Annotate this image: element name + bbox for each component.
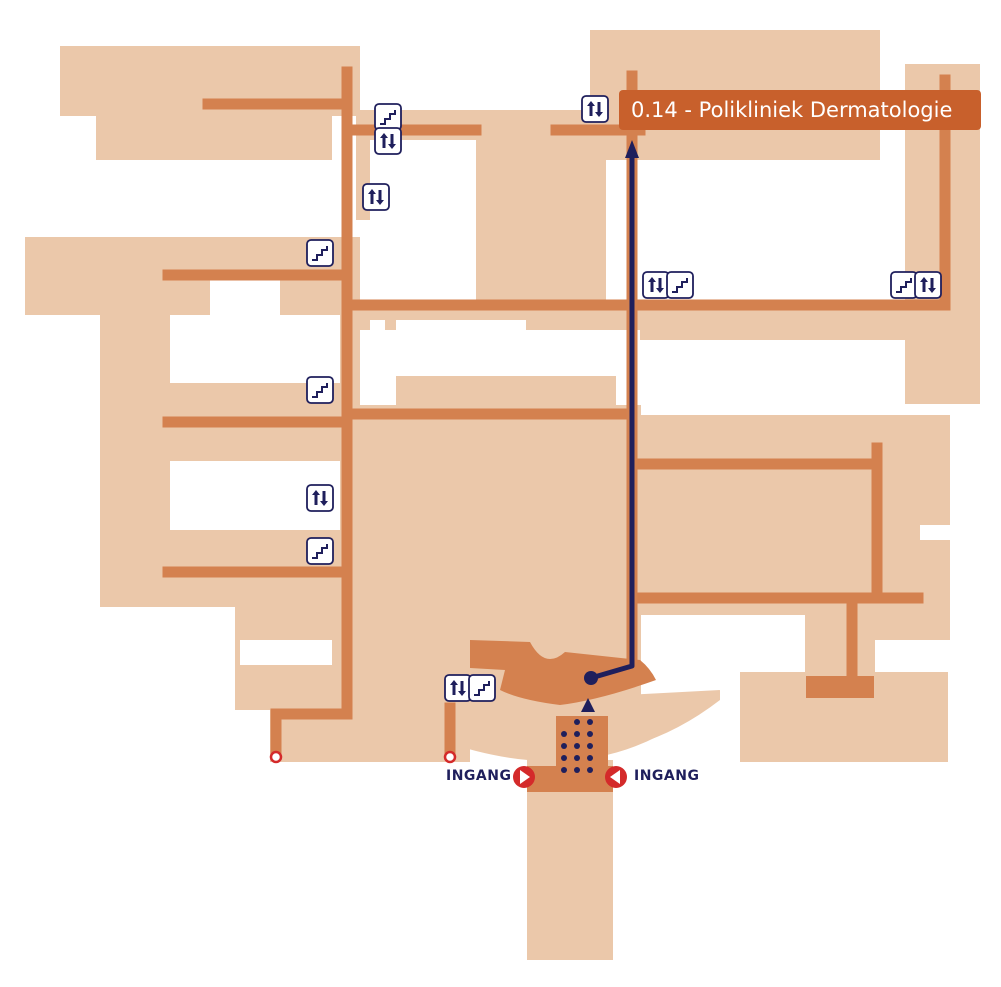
elevator-icon — [306, 484, 334, 512]
destination-label: 0.14 - Polikliniek Dermatologie — [619, 90, 981, 130]
entrance-label-right: INGANG — [634, 768, 700, 784]
stairs-icon — [468, 674, 496, 702]
elevator-icon — [914, 271, 942, 299]
stairs-icon — [306, 239, 334, 267]
courtyards — [170, 140, 904, 665]
elevator-icon — [444, 674, 472, 702]
elevator-icon — [362, 183, 390, 211]
entrance-markers — [269, 750, 627, 788]
walking-route — [561, 140, 639, 773]
entrance-lobby — [470, 640, 874, 792]
stairs-icon — [306, 537, 334, 565]
elevator-icon — [642, 271, 670, 299]
elevator-icon — [374, 127, 402, 155]
stairs-icon — [890, 271, 918, 299]
stairs-icon — [374, 103, 402, 131]
entrance-label-left: INGANG — [446, 768, 512, 784]
stairs-icon — [666, 271, 694, 299]
stairs-icon — [306, 376, 334, 404]
elevator-icon — [581, 95, 609, 123]
